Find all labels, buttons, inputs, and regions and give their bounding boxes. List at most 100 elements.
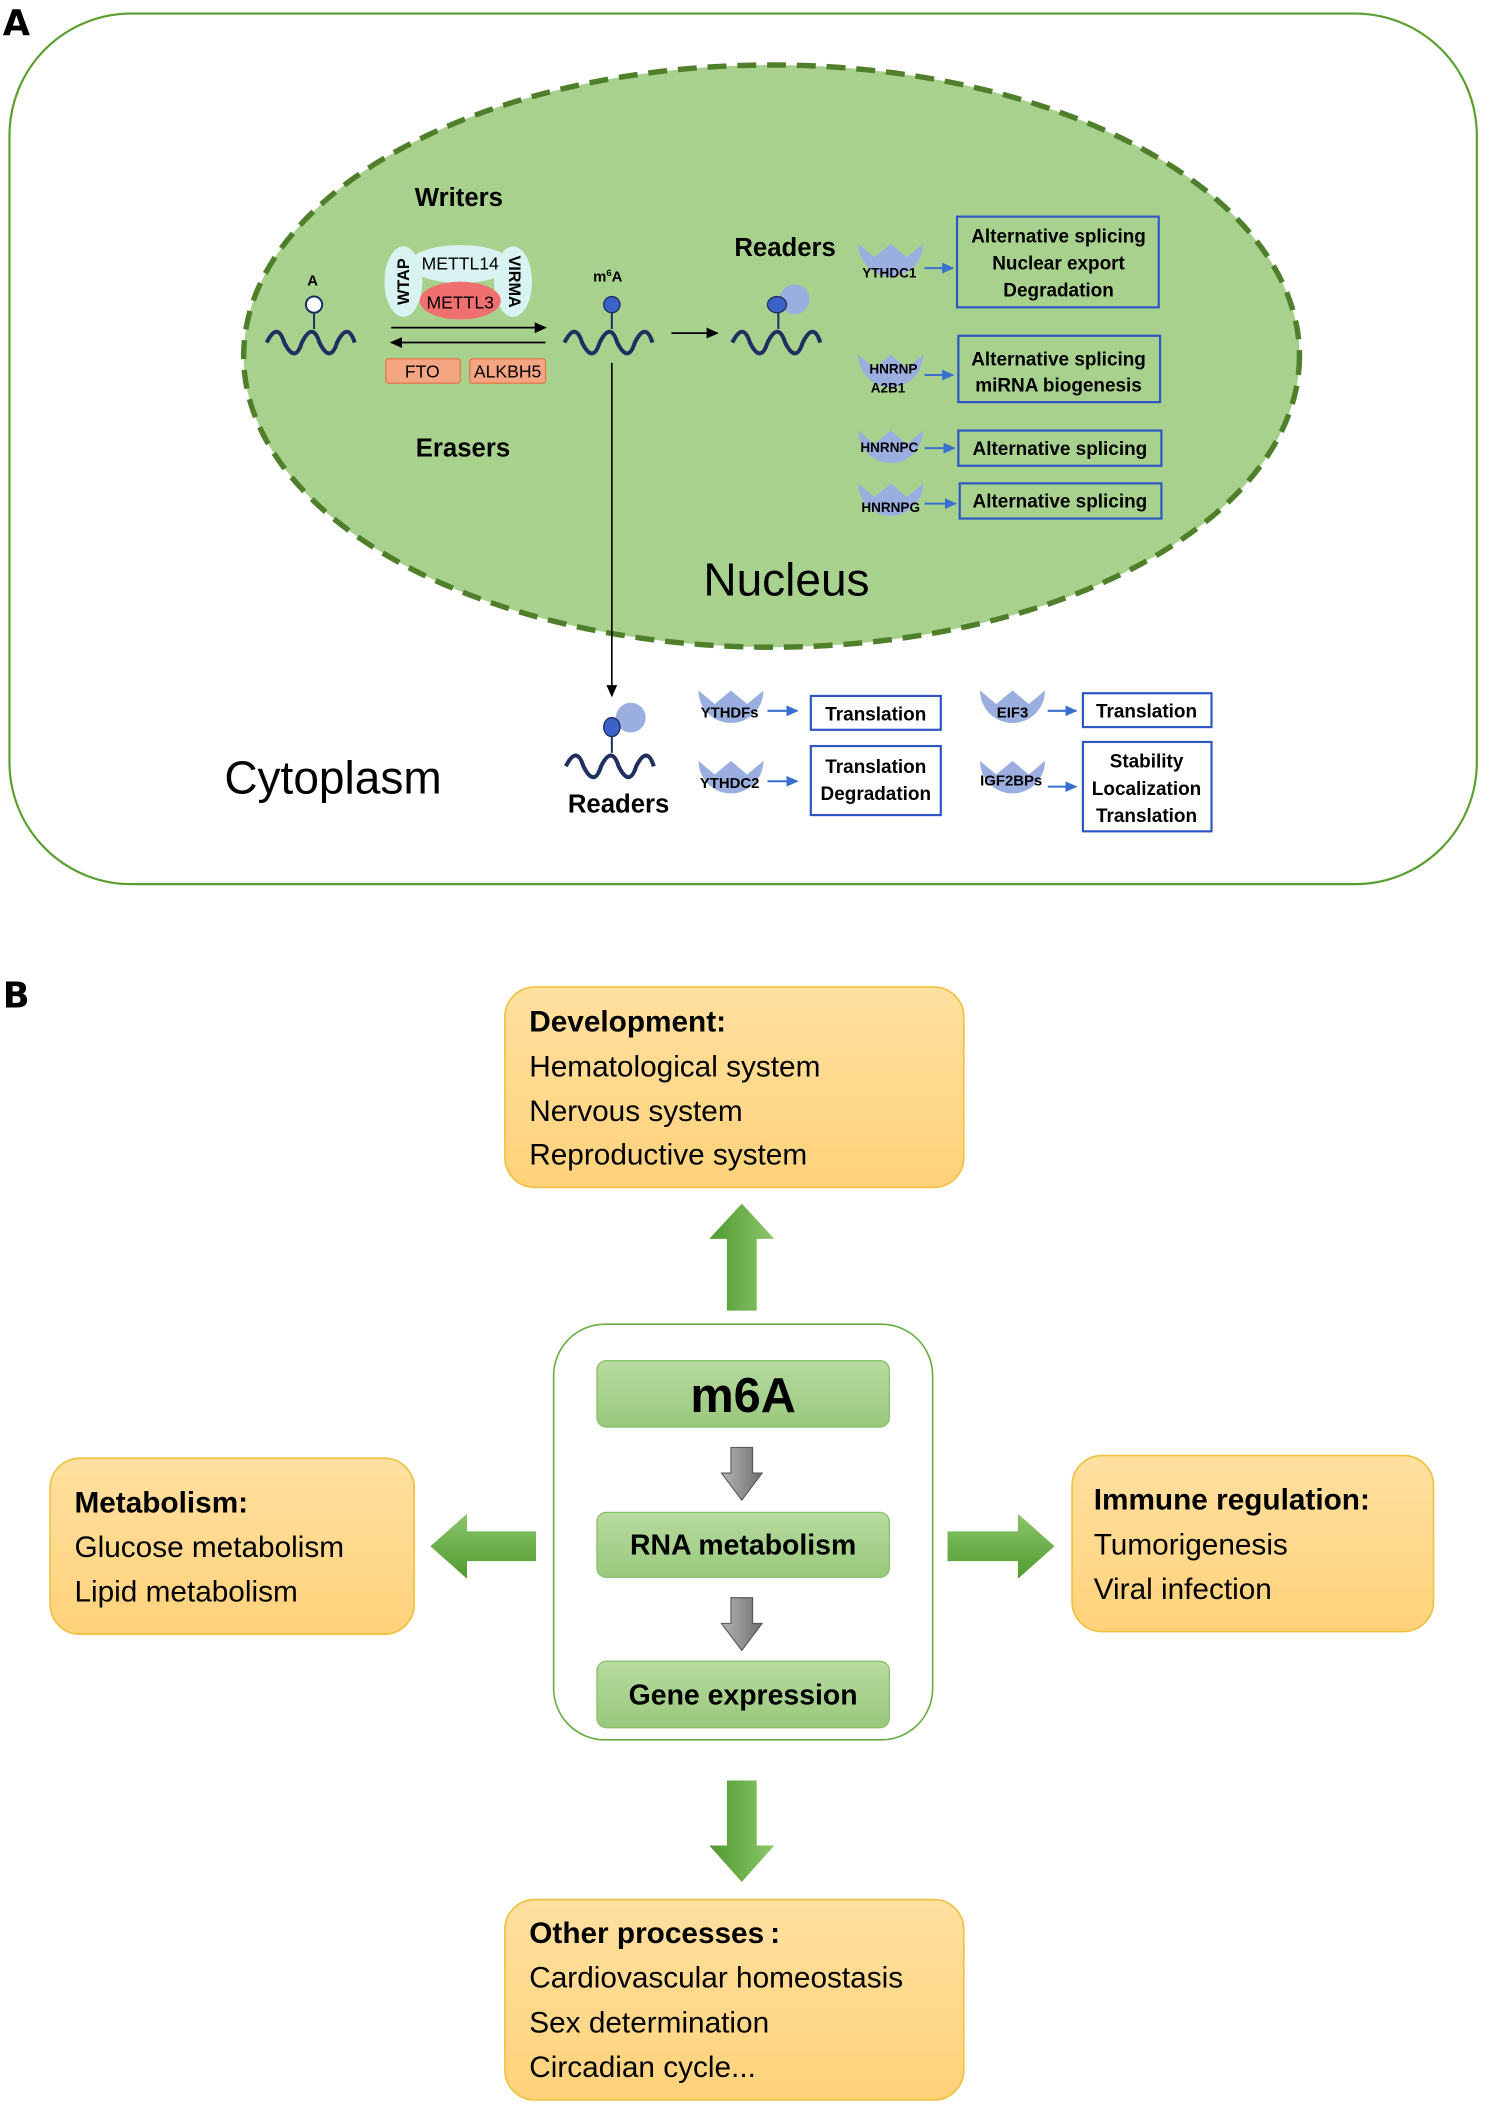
cyto-reader-igf2bps: IGF2BPs Stability Localization Translati… <box>980 740 1213 833</box>
hnrnpa2b1-protein-icon <box>858 354 924 388</box>
nuclear-readers-heading: Readers <box>734 234 836 262</box>
rna-reader-bound <box>730 284 823 356</box>
grey-arrow-down-icon <box>720 1597 764 1652</box>
nucleus-envelope <box>240 62 1303 650</box>
nuclear-reader-hnrnpg: HNRNPG Alternative splicing <box>858 482 1163 520</box>
output-item: Reproductive system <box>529 1138 807 1171</box>
ythdc1-protein-icon <box>858 243 924 277</box>
rna-m6a: m6A <box>562 268 655 356</box>
output-other-processes: Other processes : Cardiovascular homeost… <box>504 1898 965 2101</box>
arrow-left-icon <box>430 1513 537 1579</box>
function-text: Localization <box>1092 779 1201 800</box>
function-text: Alternative splicing <box>971 226 1146 247</box>
center-rna-metabolism-box: RNA metabolism <box>596 1511 891 1579</box>
eraser-fto: FTO <box>385 358 461 384</box>
rna-metabolism-label: RNA metabolism <box>630 1529 856 1561</box>
hnrnpa2b1-function-box <box>957 334 1162 404</box>
output-item: Tumorigenesis <box>1094 1528 1288 1561</box>
writers-heading: Writers <box>415 184 503 212</box>
grey-arrow-down-icon <box>720 1446 764 1502</box>
arrow-right-icon <box>947 1513 1055 1579</box>
hnrnpa2b1-label-1: HNRNP <box>869 362 917 377</box>
writer-complex: METTL14 METTL3 WTAP VIRMA <box>384 245 532 320</box>
ythdfs-protein-icon <box>698 690 764 724</box>
function-text: Nuclear export <box>992 253 1125 274</box>
rna-strand-icon <box>564 753 656 780</box>
cyto-reader-ythdc2: YTHDC2 Translation Degradation <box>698 744 942 817</box>
hnrnpc-label: HNRNPC <box>860 440 918 455</box>
rna-unmodified: A <box>264 274 357 356</box>
output-title: Metabolism: <box>74 1486 248 1519</box>
function-text: Degradation <box>1003 281 1113 302</box>
nuclear-reader-hnrnpa2b1: HNRNP A2B1 Alternative splicing miRNA bi… <box>858 334 1162 404</box>
mettl3-label: METTL3 <box>427 293 494 313</box>
igf2bps-function-box <box>1081 740 1213 833</box>
hnrnpa2b1-label-2: A2B1 <box>871 381 906 396</box>
cytoplasm-label: Cytoplasm <box>224 751 441 803</box>
ythdc2-function-box <box>809 744 942 817</box>
ythdfs-label: YTHDFs <box>701 706 759 722</box>
output-item: Hematological system <box>529 1050 820 1083</box>
ythdfs-function-box <box>809 694 942 731</box>
reader-protein-icon <box>615 702 646 733</box>
function-text: Translation <box>825 757 926 778</box>
center-gene-expression-box: Gene expression <box>596 1660 891 1729</box>
output-title: Immune regulation: <box>1094 1484 1370 1517</box>
ythdc2-protein-icon <box>698 760 764 794</box>
cytoplasm-readers-heading: Readers <box>568 790 670 818</box>
output-metabolism: Metabolism: Glucose metabolism Lipid met… <box>49 1457 416 1636</box>
arrow-up-icon <box>709 1203 775 1311</box>
m6a-label: m6A <box>593 268 623 285</box>
virma-label: VIRMA <box>505 255 523 308</box>
adenosine-dot <box>304 295 324 314</box>
function-text: Translation <box>825 704 926 725</box>
output-immune-regulation: Immune regulation: Tumorigenesis Viral i… <box>1071 1454 1435 1633</box>
fto-label: FTO <box>405 362 440 382</box>
center-m6a-box: m6A <box>596 1360 891 1428</box>
output-item: Glucose metabolism <box>74 1531 344 1564</box>
nuclear-reader-hnrnpc: HNRNPC Alternative splicing <box>858 429 1163 467</box>
panel-a-letter: A <box>3 3 31 44</box>
eif3-function-box <box>1081 692 1213 729</box>
mettl14-shape <box>408 245 512 283</box>
wtap-label: WTAP <box>395 258 413 305</box>
function-text: miRNA biogenesis <box>975 375 1142 396</box>
output-item: Sex determination <box>529 2006 769 2039</box>
output-title: Development: <box>529 1006 726 1039</box>
arrow-down-icon <box>709 1780 775 1882</box>
mettl3-shape <box>419 281 501 320</box>
gene-expression-label: Gene expression <box>629 1680 858 1712</box>
reader-protein-icon <box>779 284 810 315</box>
rna-reader-cytoplasm <box>564 702 656 780</box>
function-text: Alternative splicing <box>971 350 1146 371</box>
nuclear-reader-ythdc1: YTHDC1 Alternative splicing Nuclear expo… <box>858 215 1160 309</box>
cyto-reader-ythdfs: YTHDFs Translation <box>698 690 942 731</box>
function-text: Alternative splicing <box>973 439 1148 460</box>
eraser-alkbh5: ALKBH5 <box>469 358 547 384</box>
hnrnpg-protein-icon <box>858 483 924 516</box>
igf2bps-protein-icon <box>980 760 1046 794</box>
alkbh5-label: ALKBH5 <box>474 362 542 382</box>
function-text: Degradation <box>821 784 931 805</box>
m6a-dot <box>603 295 621 314</box>
output-item: Lipid metabolism <box>74 1576 297 1609</box>
output-title: Other processes : <box>529 1917 780 1950</box>
nucleus-label: Nucleus <box>703 554 869 606</box>
erasers-heading: Erasers <box>416 434 510 462</box>
output-item: Viral infection <box>1094 1573 1272 1606</box>
m6a-title: m6A <box>690 1369 796 1423</box>
function-text: Translation <box>1096 806 1197 827</box>
output-item: Cardiovascular homeostasis <box>529 1962 903 1995</box>
hnrnpc-protein-icon <box>858 430 924 464</box>
ythdc1-function-box <box>955 215 1160 309</box>
panel-b-letter: B <box>3 975 30 1016</box>
rna-strand-icon <box>562 329 655 356</box>
igf2bps-label: IGF2BPs <box>980 773 1042 789</box>
function-text: Stability <box>1110 752 1184 773</box>
hnrnpc-function-box <box>957 429 1163 467</box>
ythdc1-label: YTHDC1 <box>862 266 917 281</box>
output-item: Nervous system <box>529 1095 742 1128</box>
function-text: Alternative splicing <box>973 492 1148 513</box>
eif3-protein-icon <box>980 690 1046 724</box>
hnrnpg-function-box <box>958 482 1163 520</box>
